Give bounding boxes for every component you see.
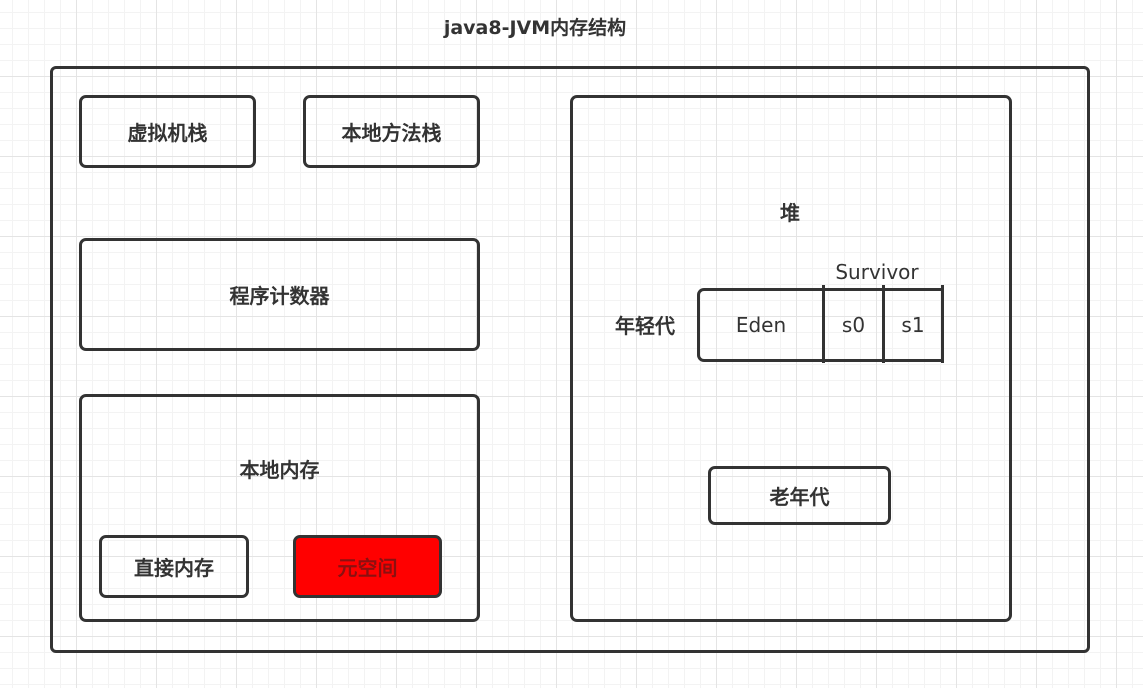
diagram-title: java8-JVM内存结构	[443, 16, 627, 39]
s0-label: s0	[841, 313, 866, 337]
program-counter-box: 程序计数器	[79, 238, 480, 351]
eden-label: Eden	[735, 313, 787, 337]
native-method-stack-box: 本地方法栈	[303, 95, 480, 168]
eden-s0-divider	[822, 285, 825, 363]
metaspace-box: 元空间	[293, 535, 442, 598]
old-gen-box: 老年代	[708, 466, 891, 525]
survivor-label: Survivor	[835, 260, 919, 284]
young-gen-label: 年轻代	[615, 313, 675, 338]
s1-right-edge	[941, 285, 944, 363]
native-memory-box	[79, 394, 480, 622]
heap-label: 堆	[780, 200, 800, 225]
vm-stack-box: 虚拟机栈	[79, 95, 256, 168]
heap-box	[570, 95, 1012, 622]
young-gen-bar	[697, 288, 944, 362]
direct-memory-box: 直接内存	[99, 535, 249, 598]
s1-label: s1	[901, 313, 925, 337]
native-memory-label: 本地内存	[239, 457, 320, 482]
jvm-memory-frame	[50, 66, 1090, 653]
s0-s1-divider	[882, 285, 885, 363]
